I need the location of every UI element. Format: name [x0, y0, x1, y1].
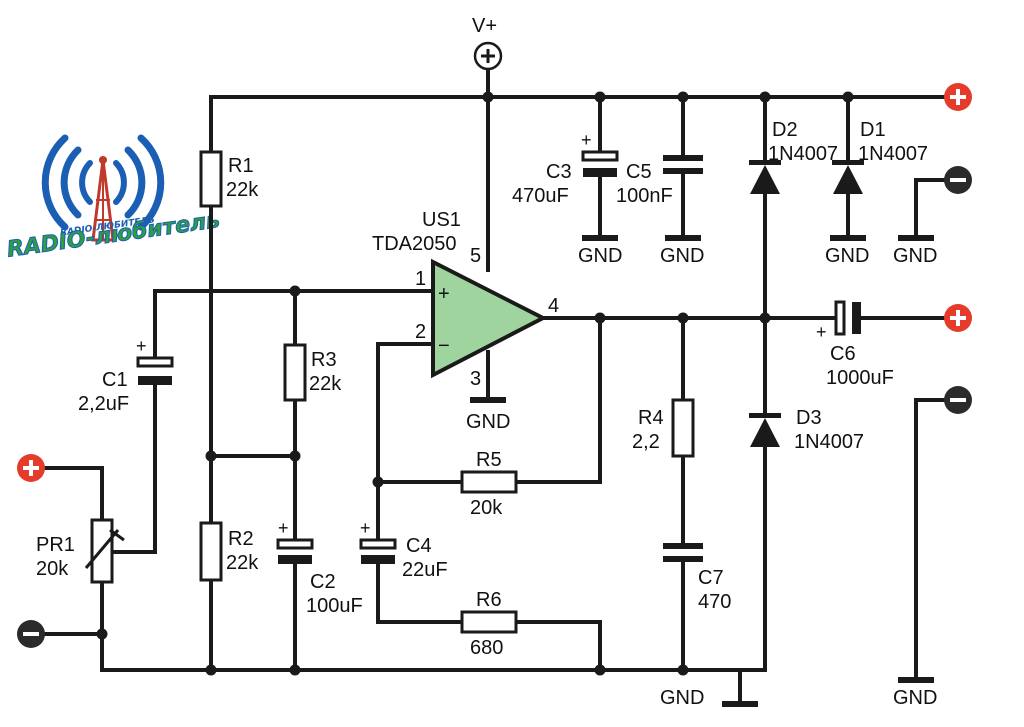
terminal-supply-plus [944, 83, 972, 111]
gnd-label-c3: GND [578, 245, 622, 267]
opamp-plus-sign: + [438, 283, 450, 305]
pr1-trimmer [84, 518, 125, 584]
opamp-minus-sign: − [438, 335, 450, 357]
opamp-pin4: 4 [548, 295, 559, 317]
us1-ref: US1 [422, 209, 461, 231]
terminal-supply-minus [944, 166, 972, 194]
c4-ref: C4 [406, 535, 432, 557]
logo-main-text: RADIO-любитель [5, 208, 221, 263]
svg-text:+: + [278, 518, 289, 538]
c7-value: 470 [698, 591, 731, 613]
c4-value: 22uF [402, 559, 448, 581]
c3-value: 470uF [512, 185, 569, 207]
r4-ref: R4 [638, 407, 664, 429]
r6-resistor [460, 610, 518, 634]
c7-ref: C7 [698, 567, 724, 589]
svg-text:+: + [360, 518, 371, 538]
d1-value: 1N4007 [858, 143, 928, 165]
c6-value: 1000uF [826, 367, 894, 389]
gnd-labels: GND GND GND GND GND GND GND [466, 245, 937, 709]
d1-ref: D1 [860, 119, 886, 141]
c3-capacitor: + [581, 130, 619, 177]
r1-ref: R1 [228, 155, 254, 177]
r3-ref: R3 [311, 349, 337, 371]
junction-dots [96, 91, 854, 676]
gnd-label-supply: GND [893, 245, 937, 267]
r5-resistor [460, 470, 518, 494]
vplus-label: V+ [472, 15, 497, 37]
r1-value: 22k [226, 179, 259, 201]
d3-ref: D3 [796, 407, 822, 429]
terminal-input-minus [17, 620, 45, 648]
r5-ref: R5 [476, 449, 502, 471]
c6-ref: C6 [830, 343, 856, 365]
c6-capacitor: + [816, 300, 861, 342]
svg-text:+: + [816, 322, 827, 342]
terminal-input-plus [17, 454, 45, 482]
svg-text:+: + [136, 336, 147, 356]
d3-diode [749, 413, 781, 447]
opamp-pin5: 5 [470, 245, 481, 267]
terminal-output-plus [944, 304, 972, 332]
component-labels: R1 22k R2 22k R3 22k R4 2,2 R5 20k R6 68… [36, 119, 928, 659]
svg-text:+: + [581, 130, 592, 150]
r3-resistor [283, 343, 307, 402]
c1-capacitor: + [136, 336, 174, 385]
r5-value: 20k [470, 497, 503, 519]
c2-capacitor: + [276, 518, 314, 564]
r3-value: 22k [309, 373, 342, 395]
d2-diode [749, 160, 781, 194]
r2-ref: R2 [228, 528, 254, 550]
d3-value: 1N4007 [794, 431, 864, 453]
gnd-label-d1: GND [825, 245, 869, 267]
d2-value: 1N4007 [768, 143, 838, 165]
us1-part: TDA2050 [372, 233, 457, 255]
r4-resistor [671, 398, 695, 458]
opamp-pin2: 2 [415, 321, 426, 343]
gnd-label-c5: GND [660, 245, 704, 267]
c3-ref: C3 [546, 161, 572, 183]
pr1-value: 20k [36, 558, 69, 580]
r1-resistor [199, 150, 223, 208]
c1-ref: C1 [102, 369, 128, 391]
r6-ref: R6 [476, 589, 502, 611]
c7-capacitor [663, 543, 703, 562]
r2-resistor [199, 521, 223, 582]
c5-value: 100nF [616, 185, 673, 207]
opamp-pin3: 3 [470, 368, 481, 390]
gnd-label-output: GND [893, 687, 937, 709]
c5-capacitor [663, 155, 703, 174]
opamp-pin1: 1 [415, 268, 426, 290]
c2-value: 100uF [306, 595, 363, 617]
vplus-terminal: V+ [472, 15, 503, 71]
gnd-label-opamp: GND [466, 411, 510, 433]
c5-ref: C5 [626, 161, 652, 183]
r6-value: 680 [470, 637, 503, 659]
pr1-ref: PR1 [36, 534, 75, 556]
ground-symbols [470, 235, 934, 707]
radio-lyubitel-logo: RADIO-ЛЮБИТЕЛЬ RADIO-любитель [5, 134, 222, 263]
us1-opamp: + − 1 2 3 4 5 [415, 245, 559, 390]
c4-capacitor: + [359, 518, 397, 564]
terminal-output-minus [944, 386, 972, 414]
c2-ref: C2 [310, 571, 336, 593]
d2-ref: D2 [772, 119, 798, 141]
c1-value: 2,2uF [78, 393, 129, 415]
gnd-label-main: GND [660, 687, 704, 709]
r2-value: 22k [226, 552, 259, 574]
r4-value: 2,2 [632, 431, 660, 453]
d1-diode [832, 160, 864, 194]
